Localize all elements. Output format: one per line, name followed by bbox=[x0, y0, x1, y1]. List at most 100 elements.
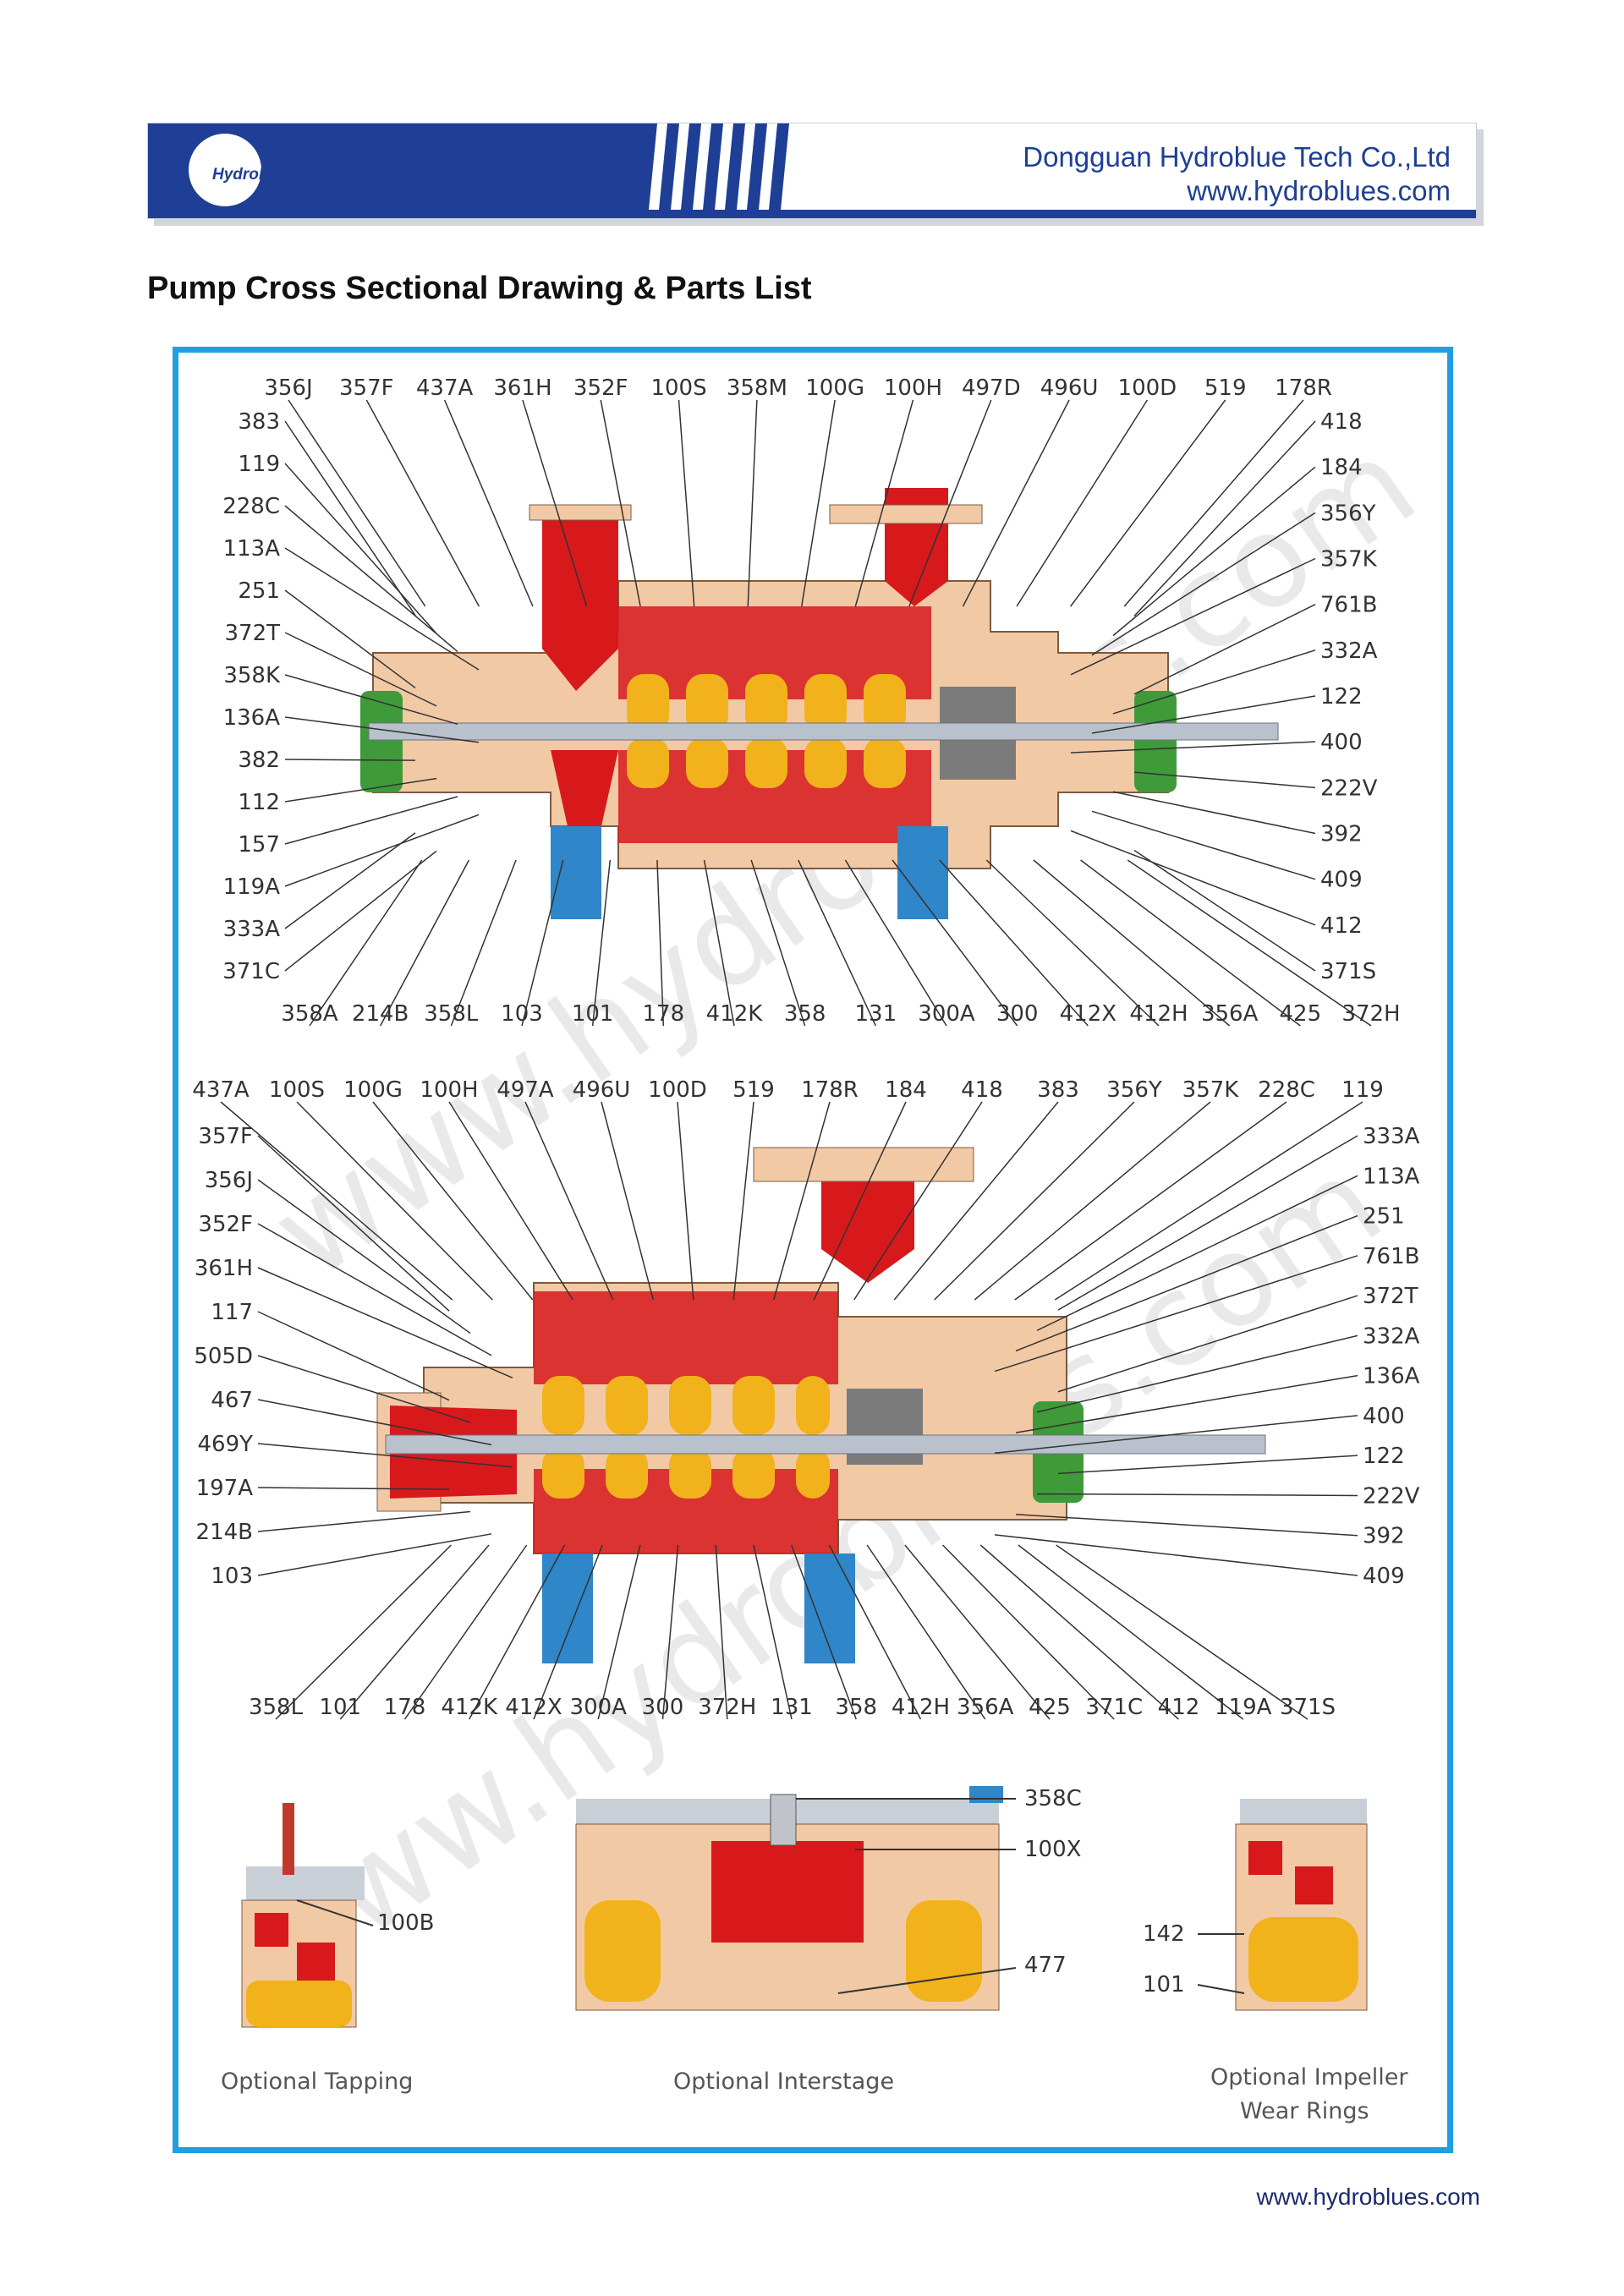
leader-line bbox=[284, 814, 480, 887]
leader-line bbox=[1057, 1135, 1358, 1311]
leader-line bbox=[994, 1534, 1358, 1576]
leader-line bbox=[892, 859, 1018, 1027]
part-label: 157 bbox=[238, 832, 280, 858]
part-label: 358 bbox=[835, 1695, 877, 1720]
leader-line bbox=[597, 1544, 641, 1720]
leader-line bbox=[801, 399, 836, 607]
leader-line bbox=[753, 1544, 793, 1720]
leader-line bbox=[296, 1101, 493, 1301]
suction-nozzle bbox=[542, 518, 618, 691]
leader-line bbox=[732, 1101, 754, 1301]
leader-line bbox=[1054, 1101, 1363, 1301]
leader-line bbox=[257, 1179, 471, 1334]
part-label: 519 bbox=[732, 1077, 775, 1103]
logo-text: HydroBlue bbox=[212, 166, 294, 184]
leader-line bbox=[908, 399, 992, 607]
leader-line bbox=[450, 859, 517, 1027]
leader-line bbox=[747, 399, 758, 607]
leader-line bbox=[1133, 849, 1316, 972]
part-label: 358M bbox=[727, 375, 787, 401]
leader-line bbox=[257, 1510, 471, 1532]
part-label: 100S bbox=[650, 375, 706, 401]
part-label: 119 bbox=[1341, 1077, 1384, 1103]
leader-line bbox=[601, 1101, 654, 1301]
discharge-flange bbox=[753, 1147, 974, 1182]
hydroblue-logo-icon bbox=[189, 134, 261, 206]
part-label: 131 bbox=[855, 1001, 897, 1027]
detail-caption-wear-rings: Optional Impeller bbox=[1210, 2064, 1408, 2091]
part-label: 332A bbox=[1363, 1323, 1420, 1349]
part-label: 412X bbox=[505, 1695, 562, 1720]
part-label: 358K bbox=[223, 663, 281, 688]
part-label: 178R bbox=[1275, 375, 1332, 401]
leader-line bbox=[284, 547, 480, 671]
leader-line bbox=[985, 859, 1160, 1027]
part-label: 519 bbox=[1204, 375, 1247, 401]
leader-line bbox=[1036, 1175, 1358, 1331]
part-label: 251 bbox=[238, 578, 280, 604]
part-label: 352F bbox=[198, 1212, 253, 1237]
leader-line bbox=[1070, 557, 1316, 676]
part-label: 222V bbox=[1363, 1483, 1420, 1509]
part-label: 418 bbox=[1320, 409, 1363, 435]
part-label: 103 bbox=[211, 1564, 253, 1589]
company-name: Dongguan Hydroblue Tech Co.,Ltd bbox=[1023, 141, 1451, 173]
leader-line bbox=[994, 1415, 1358, 1454]
leader-line bbox=[1080, 859, 1301, 1027]
leader-line bbox=[257, 1223, 492, 1356]
part-label: 113A bbox=[1363, 1164, 1420, 1189]
leader-line bbox=[715, 1544, 728, 1720]
footer-url[interactable]: www.hydroblues.com bbox=[1256, 2184, 1480, 2210]
leader-line bbox=[600, 399, 641, 607]
leader-line bbox=[284, 759, 416, 761]
leader-line bbox=[448, 1101, 573, 1301]
suction-volute-red bbox=[551, 750, 618, 826]
leader-line bbox=[1091, 695, 1316, 734]
part-label: 412 bbox=[1320, 913, 1363, 939]
support-foot-left bbox=[551, 826, 601, 919]
part-label: 412K bbox=[706, 1001, 764, 1027]
leader-line bbox=[284, 674, 458, 726]
part-label: 100D bbox=[648, 1077, 707, 1103]
part-label: 412X bbox=[1060, 1001, 1116, 1027]
part-label: 333A bbox=[1363, 1124, 1420, 1149]
header-blue-panel: HydroBlue bbox=[148, 123, 647, 218]
leader-line bbox=[257, 1399, 492, 1446]
leader-line bbox=[750, 859, 806, 1027]
leader-line bbox=[533, 1544, 603, 1720]
part-label: 425 bbox=[1029, 1695, 1071, 1720]
leader-line bbox=[339, 1544, 490, 1720]
company-url[interactable]: www.hydroblues.com bbox=[1187, 175, 1451, 206]
leader-line bbox=[853, 1101, 983, 1301]
part-label: 761B bbox=[1320, 593, 1377, 618]
impeller-stack bbox=[534, 1291, 838, 1553]
header-stripes-decoration bbox=[645, 123, 789, 210]
part-label: 412H bbox=[1129, 1001, 1188, 1027]
leader-line bbox=[1112, 649, 1316, 715]
pump-shaft bbox=[368, 722, 1279, 741]
part-label: 136A bbox=[223, 705, 281, 731]
part-label: 300A bbox=[570, 1695, 628, 1720]
part-label: 117 bbox=[211, 1300, 253, 1325]
leader-line bbox=[284, 850, 437, 972]
part-label: 392 bbox=[1320, 822, 1363, 847]
leader-line bbox=[257, 1487, 450, 1490]
part-label: 358A bbox=[281, 1001, 338, 1027]
part-label: 371S bbox=[1280, 1695, 1336, 1720]
leader-line bbox=[678, 399, 695, 607]
part-label: 356J bbox=[205, 1168, 253, 1193]
leader-line bbox=[284, 463, 437, 634]
leader-line bbox=[1070, 741, 1316, 753]
leader-line bbox=[1123, 399, 1304, 607]
leader-line bbox=[443, 399, 534, 607]
part-label: 409 bbox=[1320, 868, 1363, 893]
part-label: 497D bbox=[962, 375, 1021, 401]
part-label: 356A bbox=[1201, 1001, 1259, 1027]
part-label: 357F bbox=[198, 1124, 253, 1149]
leader-line bbox=[1133, 603, 1316, 695]
part-label: 101 bbox=[319, 1695, 361, 1720]
leader-line bbox=[284, 505, 458, 653]
part-label: 400 bbox=[1320, 730, 1363, 755]
leader-line bbox=[284, 420, 416, 616]
